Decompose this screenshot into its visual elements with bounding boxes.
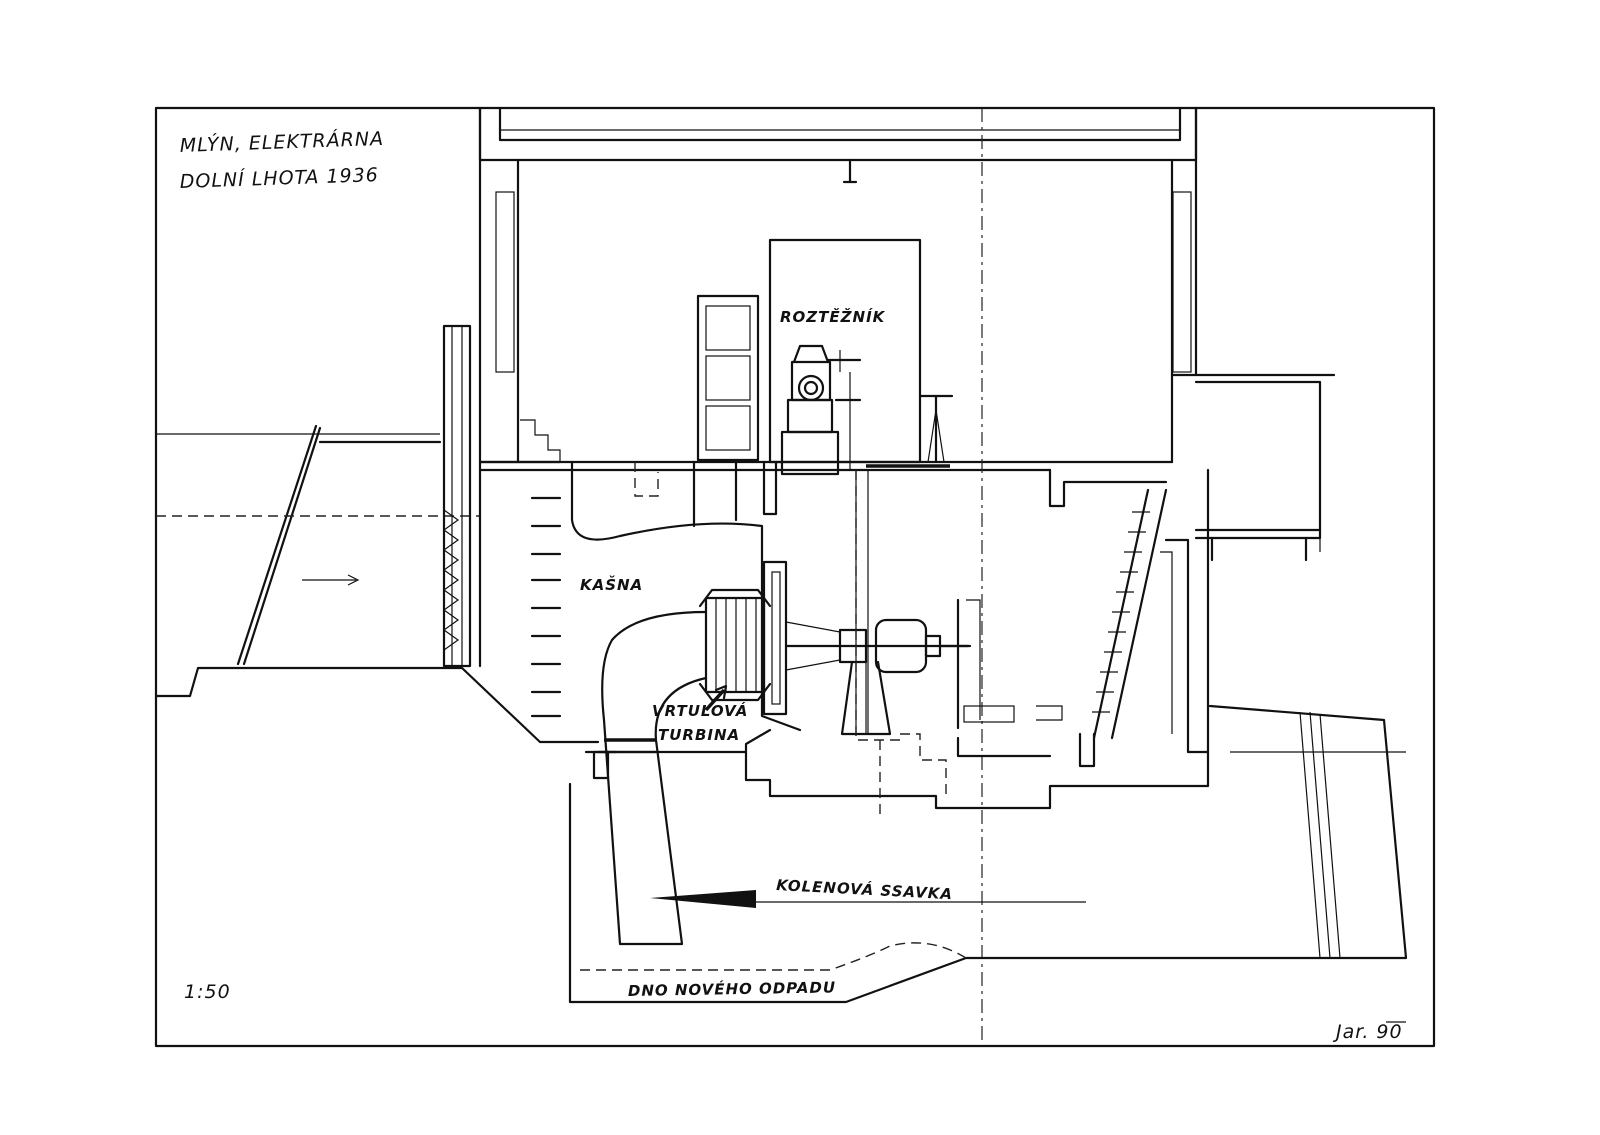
- label-dno: DNO NOVÉHO ODPADU: [628, 977, 837, 1000]
- scale-label: 1:50: [184, 981, 231, 1003]
- label-turbine-line2: TURBINA: [658, 726, 740, 744]
- foundation: [584, 468, 1210, 820]
- flow-arrow-icon: [650, 890, 756, 908]
- turbine-pit: KAŠNA: [478, 460, 778, 718]
- author-signature: Jar. 90: [1332, 1021, 1403, 1043]
- label-kasna: KAŠNA: [580, 574, 643, 594]
- tailrace: KOLENOVÁ SSAVKA DNO NOVÉHO ODPADU: [568, 704, 1408, 1004]
- governor-assembly: ROZTĚŽNÍK: [768, 238, 954, 476]
- label-roztaznik: ROZTĚŽNÍK: [780, 307, 886, 326]
- door: [696, 294, 760, 462]
- drawing-title-line2: DOLNÍ LHOTA 1936: [179, 163, 379, 193]
- drawing-title-line1: MLÝN, ELEKTRÁRNA: [179, 127, 384, 157]
- drawing-frame: [154, 106, 1436, 1048]
- right-annex: [1170, 373, 1336, 562]
- label-ssavka: KOLENOVÁ SSAVKA: [776, 875, 954, 903]
- label-turbine-line1: VRTULOVÁ: [652, 701, 748, 720]
- headrace: [154, 324, 600, 744]
- propeller-turbine: VRTULOVÁ TURBINA: [601, 550, 972, 946]
